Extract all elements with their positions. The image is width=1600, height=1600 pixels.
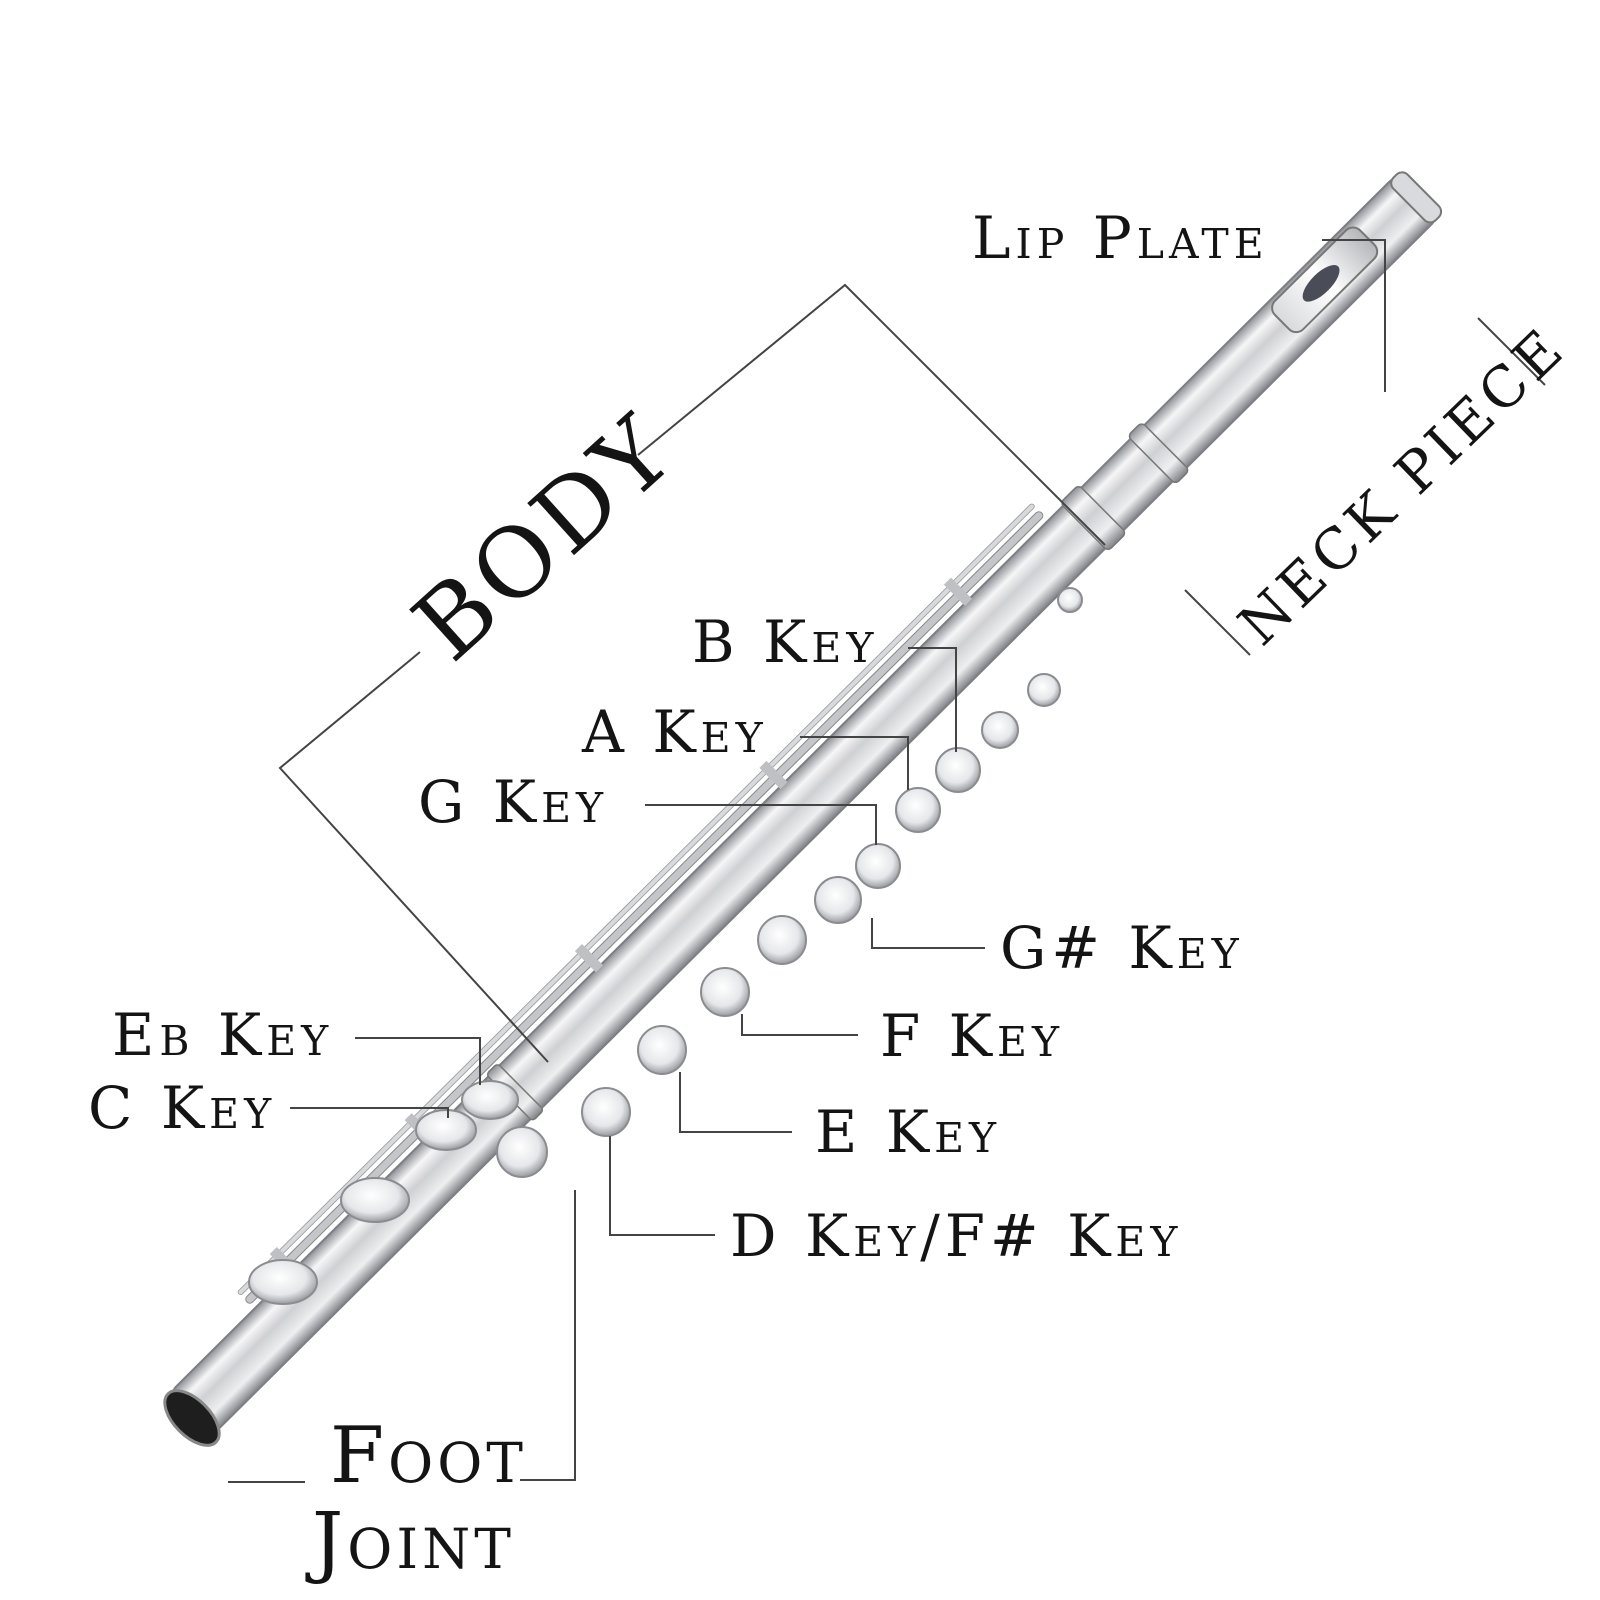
neck-piece-bracket-top bbox=[1477, 317, 1546, 386]
c-key-touch bbox=[415, 1109, 477, 1151]
d-key-pad bbox=[581, 1087, 631, 1137]
thumb-key-pad bbox=[981, 711, 1019, 749]
label-c-key: C Key bbox=[88, 1074, 276, 1142]
label-a-key: A Key bbox=[581, 698, 768, 766]
d-key-leader bbox=[609, 1136, 715, 1236]
label-eb-key: Eb Key bbox=[112, 1001, 333, 1069]
eb-key-touch bbox=[461, 1080, 519, 1120]
label-g-sharp-key: G# Key bbox=[1000, 914, 1244, 982]
trill-key-pad bbox=[757, 915, 807, 965]
eb-key-leader bbox=[355, 1037, 481, 1085]
label-d-key: D Key/F# Key bbox=[730, 1202, 1182, 1270]
g-sharp-key-pad bbox=[814, 876, 862, 924]
lip-plate-leader bbox=[1322, 239, 1386, 392]
d-key-cup bbox=[496, 1126, 548, 1178]
e-key-leader bbox=[679, 1072, 792, 1133]
body-bracket bbox=[278, 651, 549, 1063]
foot-opening bbox=[163, 1389, 221, 1447]
upper-key-small bbox=[1057, 587, 1083, 613]
f-key-pad bbox=[700, 967, 750, 1017]
g-key-leader bbox=[645, 804, 877, 845]
label-b-key: B Key bbox=[692, 608, 878, 676]
label-g-key: G Key bbox=[418, 768, 608, 836]
leader-lines bbox=[228, 239, 1546, 1483]
e-key-pad bbox=[637, 1025, 687, 1075]
trill-key-small bbox=[1027, 673, 1061, 707]
label-body: BODY bbox=[392, 393, 695, 682]
label-f-key: F Key bbox=[880, 1002, 1064, 1070]
a-key-leader bbox=[800, 736, 909, 790]
low-c-key bbox=[248, 1259, 318, 1305]
label-e-key: E Key bbox=[815, 1098, 1001, 1166]
f-key-leader bbox=[741, 1014, 858, 1036]
g-sharp-key-leader bbox=[871, 918, 985, 949]
label-lip-plate: Lip Plate bbox=[972, 204, 1269, 272]
g-key-pad bbox=[855, 843, 901, 889]
b-key-leader bbox=[908, 647, 957, 752]
label-joint: Joint bbox=[305, 1497, 515, 1587]
neck-piece-bracket bbox=[1184, 589, 1251, 656]
low-cs-key bbox=[340, 1177, 410, 1223]
body-bracket-top bbox=[637, 283, 1106, 546]
c-key-leader bbox=[290, 1107, 449, 1118]
a-key-pad bbox=[895, 787, 941, 833]
b-key-pad bbox=[935, 747, 981, 793]
label-foot: Foot bbox=[330, 1411, 527, 1501]
foot-joint-bracket bbox=[520, 1190, 576, 1481]
